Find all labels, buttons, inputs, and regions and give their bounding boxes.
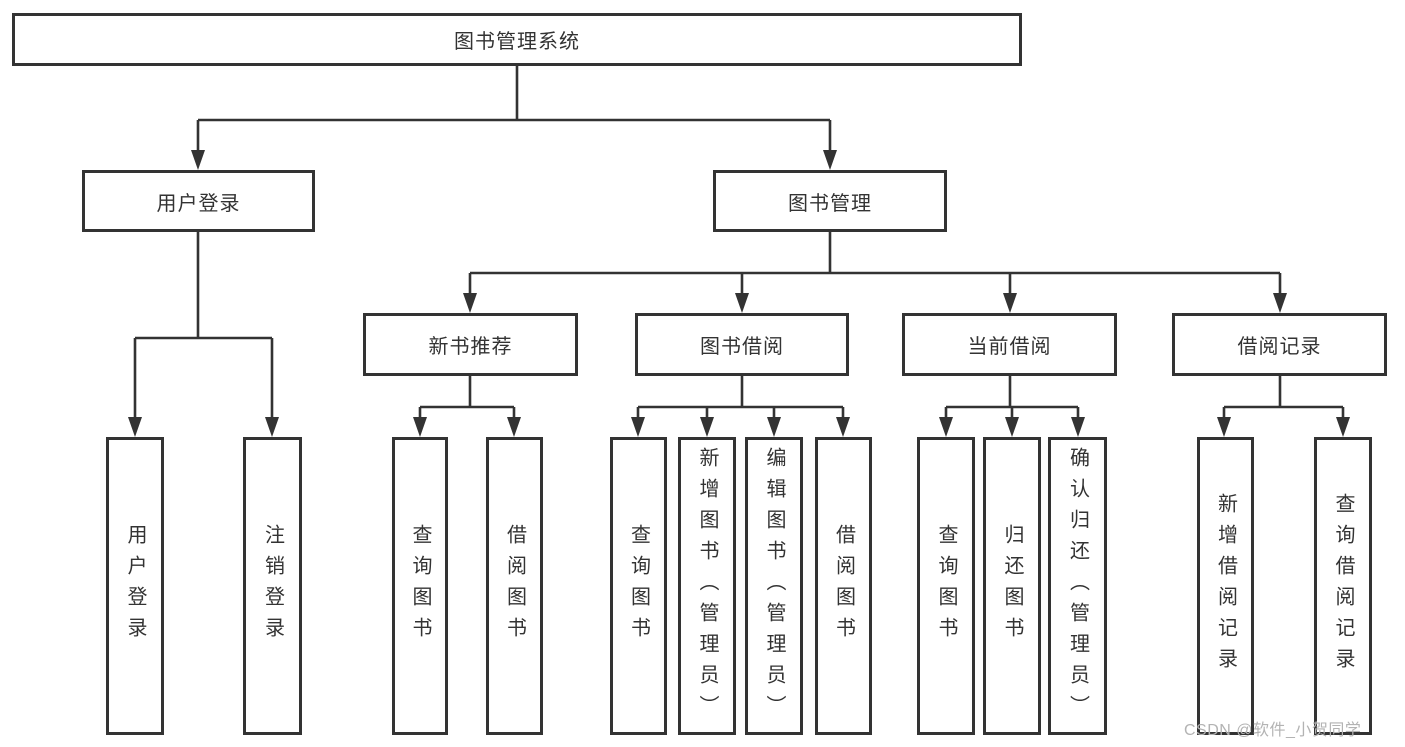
node-user-login: 用户登录 [82, 170, 315, 232]
leaf-recommend-query-book-label: 查询图书 [409, 524, 431, 648]
leaf-add-book-admin-label: 新增图书（管理员） [696, 446, 718, 726]
leaf-add-borrow-record-label: 新增借阅记录 [1214, 493, 1237, 679]
leaf-edit-book-admin: 编辑图书（管理员） [745, 437, 803, 735]
node-root: 图书管理系统 [12, 13, 1022, 66]
node-current-borrow-label: 当前借阅 [967, 336, 1052, 358]
leaf-return-book-label: 归还图书 [1001, 524, 1023, 648]
leaf-add-book-admin: 新增图书（管理员） [678, 437, 736, 735]
arrowheads [128, 150, 1350, 437]
leaf-logout: 注销登录 [243, 437, 302, 735]
node-book-borrow: 图书借阅 [635, 313, 849, 376]
node-current-borrow: 当前借阅 [902, 313, 1117, 376]
leaf-borrow-query-book-label: 查询图书 [627, 524, 650, 648]
leaf-recommend-borrow-book-label: 借阅图书 [503, 524, 526, 648]
leaf-recommend-borrow-book: 借阅图书 [486, 437, 543, 735]
leaf-edit-book-admin-label: 编辑图书（管理员） [763, 446, 785, 726]
leaf-user-login-label: 用户登录 [124, 524, 146, 648]
leaf-return-book: 归还图书 [983, 437, 1041, 735]
leaf-current-query-book: 查询图书 [917, 437, 975, 735]
node-borrow-record-label: 借阅记录 [1237, 336, 1322, 358]
leaf-add-borrow-record: 新增借阅记录 [1197, 437, 1254, 735]
leaf-current-query-book-label: 查询图书 [935, 524, 957, 648]
leaf-logout-label: 注销登录 [261, 524, 284, 648]
leaf-borrow-query-book: 查询图书 [610, 437, 667, 735]
node-user-login-label: 用户登录 [156, 192, 241, 215]
leaf-confirm-return-admin: 确认归还（管理员） [1048, 437, 1107, 735]
leaf-confirm-return-admin-label: 确认归还（管理员） [1066, 446, 1089, 726]
csdn-watermark: CSDN @软件_小贺同学 [1184, 722, 1362, 739]
node-book-management: 图书管理 [713, 170, 947, 232]
node-book-borrow-label: 图书借阅 [700, 336, 784, 358]
leaf-recommend-query-book: 查询图书 [392, 437, 448, 735]
leaf-user-login: 用户登录 [106, 437, 164, 735]
leaf-query-borrow-record-label: 查询借阅记录 [1332, 493, 1354, 679]
node-book-management-label: 图书管理 [788, 192, 872, 215]
node-new-book-recommend: 新书推荐 [363, 313, 578, 376]
node-borrow-record: 借阅记录 [1172, 313, 1387, 376]
leaf-query-borrow-record: 查询借阅记录 [1314, 437, 1372, 735]
leaf-borrow-borrow-book: 借阅图书 [815, 437, 872, 735]
node-new-book-recommend-label: 新书推荐 [428, 336, 513, 358]
leaf-borrow-borrow-book-label: 借阅图书 [832, 524, 855, 648]
node-root-label: 图书管理系统 [454, 31, 580, 53]
